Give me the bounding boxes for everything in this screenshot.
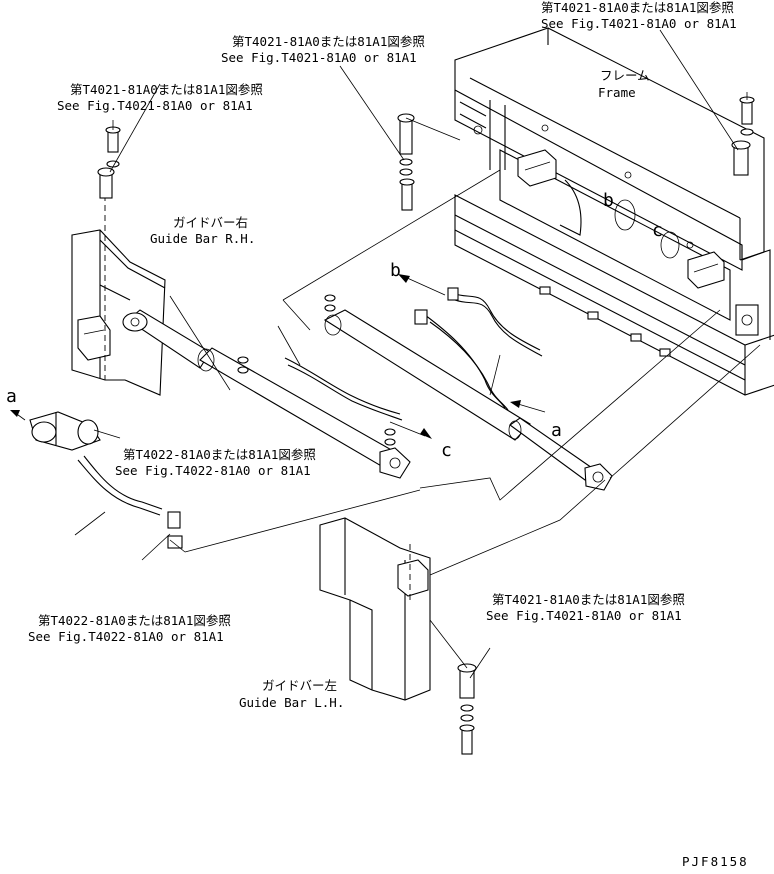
- guide-lh-label-jp: ガイドバー左: [262, 678, 337, 693]
- ref-mid-en: See Fig.T4022-81A0 or 81A1: [115, 463, 311, 478]
- assembly-lines: [74, 92, 761, 669]
- frame-label-en: Frame: [598, 85, 636, 100]
- letter-b-frame: b: [603, 190, 614, 211]
- ref-bot-right-en: See Fig.T4021-81A0 or 81A1: [486, 608, 682, 623]
- frame-label: フレーム Frame: [598, 68, 650, 100]
- drawing-code: PJF8158: [682, 854, 749, 869]
- guide-bar-rh-label: ガイドバー右 Guide Bar R.H.: [150, 215, 255, 246]
- ref-top-left-en: See Fig.T4021-81A0 or 81A1: [57, 98, 253, 113]
- letter-a-right: a: [551, 420, 562, 441]
- letter-b-arrow: b: [390, 260, 401, 281]
- guide-bar-rh: [71, 195, 166, 396]
- frame: [454, 27, 774, 396]
- letter-a-left: a: [6, 386, 17, 407]
- cylinder-left-side: [323, 309, 613, 491]
- callout-bottom-right: 第T4021-81A0または81A1図参照 See Fig.T4021-81A0…: [486, 592, 685, 623]
- letter-c-frame: c: [652, 220, 663, 241]
- hoses: [77, 287, 543, 549]
- guide-lh-label-en: Guide Bar L.H.: [239, 695, 344, 710]
- callout-middle: 第T4022-81A0または81A1図参照 See Fig.T4022-81A0…: [115, 447, 316, 478]
- arrows: [10, 274, 546, 439]
- ref-bot-right-jp: 第T4021-81A0または81A1図参照: [492, 592, 685, 607]
- bolts: [97, 96, 755, 755]
- cylinder-right-side: [122, 309, 411, 479]
- guide-rh-label-jp: ガイドバー右: [173, 215, 248, 230]
- ref-top-center-jp: 第T4021-81A0または81A1図参照: [232, 34, 425, 49]
- guide-bar-lh: [319, 517, 431, 701]
- ref-mid-jp: 第T4022-81A0または81A1図参照: [123, 447, 316, 462]
- ref-bot-left-jp: 第T4022-81A0または81A1図参照: [38, 613, 231, 628]
- letter-c-arrow: c: [441, 440, 452, 461]
- callout-top-left: 第T4021-81A0または81A1図参照 See Fig.T4021-81A0…: [57, 82, 263, 113]
- callout-bottom-left: 第T4022-81A0または81A1図参照 See Fig.T4022-81A0…: [28, 613, 231, 644]
- leader-lines: [93, 29, 739, 679]
- ref-bot-left-en: See Fig.T4022-81A0 or 81A1: [28, 629, 224, 644]
- guide-rh-label-en: Guide Bar R.H.: [150, 231, 255, 246]
- callout-top-center: 第T4021-81A0または81A1図参照 See Fig.T4021-81A0…: [221, 34, 425, 65]
- callout-top-right: 第T4021-81A0または81A1図参照 See Fig.T4021-81A0…: [541, 0, 737, 31]
- solenoid-valve: [29, 411, 101, 451]
- ref-top-right-jp: 第T4021-81A0または81A1図参照: [541, 0, 734, 15]
- guide-bar-lh-label: ガイドバー左 Guide Bar L.H.: [239, 678, 344, 710]
- ref-top-right-en: See Fig.T4021-81A0 or 81A1: [541, 16, 737, 31]
- frame-label-jp: フレーム: [600, 68, 650, 83]
- ref-top-left-jp: 第T4021-81A0または81A1図参照: [70, 82, 263, 97]
- ref-top-center-en: See Fig.T4021-81A0 or 81A1: [221, 50, 417, 65]
